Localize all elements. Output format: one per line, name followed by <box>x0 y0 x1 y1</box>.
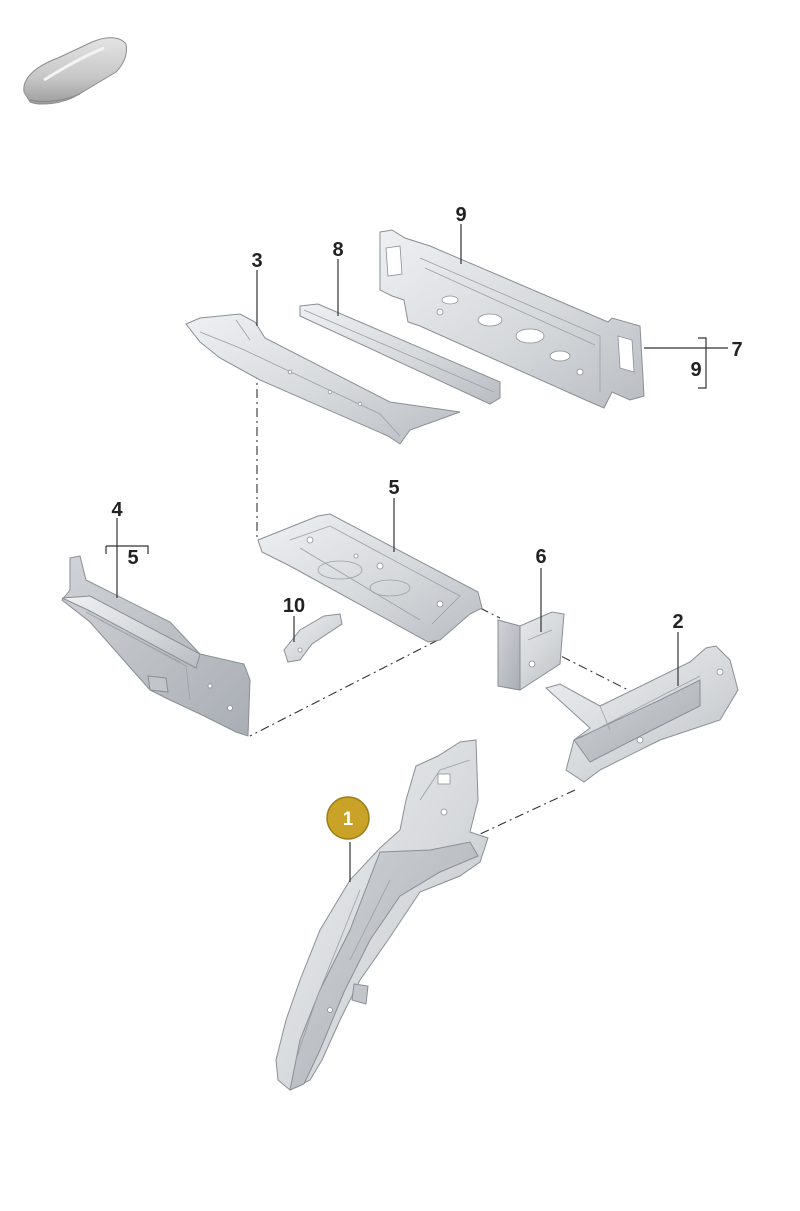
part-6-plate[interactable] <box>497 611 565 691</box>
part-1-highlight-badge[interactable] <box>326 796 370 840</box>
part-4-side-sill[interactable] <box>61 555 251 737</box>
callout-label-4: 4 <box>111 499 123 521</box>
callout-label-10: 10 <box>283 595 305 617</box>
callout-label-1: 1 <box>343 809 354 830</box>
part-10-bracket[interactable] <box>283 613 343 663</box>
callout-label-2: 2 <box>672 611 683 633</box>
part-8-cross-bar[interactable] <box>299 303 501 405</box>
callout-label-9: 9 <box>455 204 466 226</box>
part-5-floor-panel[interactable] <box>257 513 483 643</box>
callout-label-3: 3 <box>251 250 262 272</box>
callout-label-4-sub: 5 <box>127 547 138 569</box>
part-9-rear-panel[interactable] <box>379 229 645 409</box>
leader-lines <box>105 224 728 882</box>
part-3-rail[interactable] <box>185 313 461 445</box>
callout-label-7: 7 <box>731 339 742 361</box>
callout-label-7-sub: 9 <box>690 359 701 381</box>
part-2-cross-member[interactable] <box>544 645 739 783</box>
callout-label-6: 6 <box>535 546 546 568</box>
callout-label-8: 8 <box>332 239 343 261</box>
part-1-side-member[interactable] <box>275 739 489 1091</box>
car-silhouette-icon[interactable] <box>23 37 127 105</box>
callout-label-5: 5 <box>388 477 399 499</box>
